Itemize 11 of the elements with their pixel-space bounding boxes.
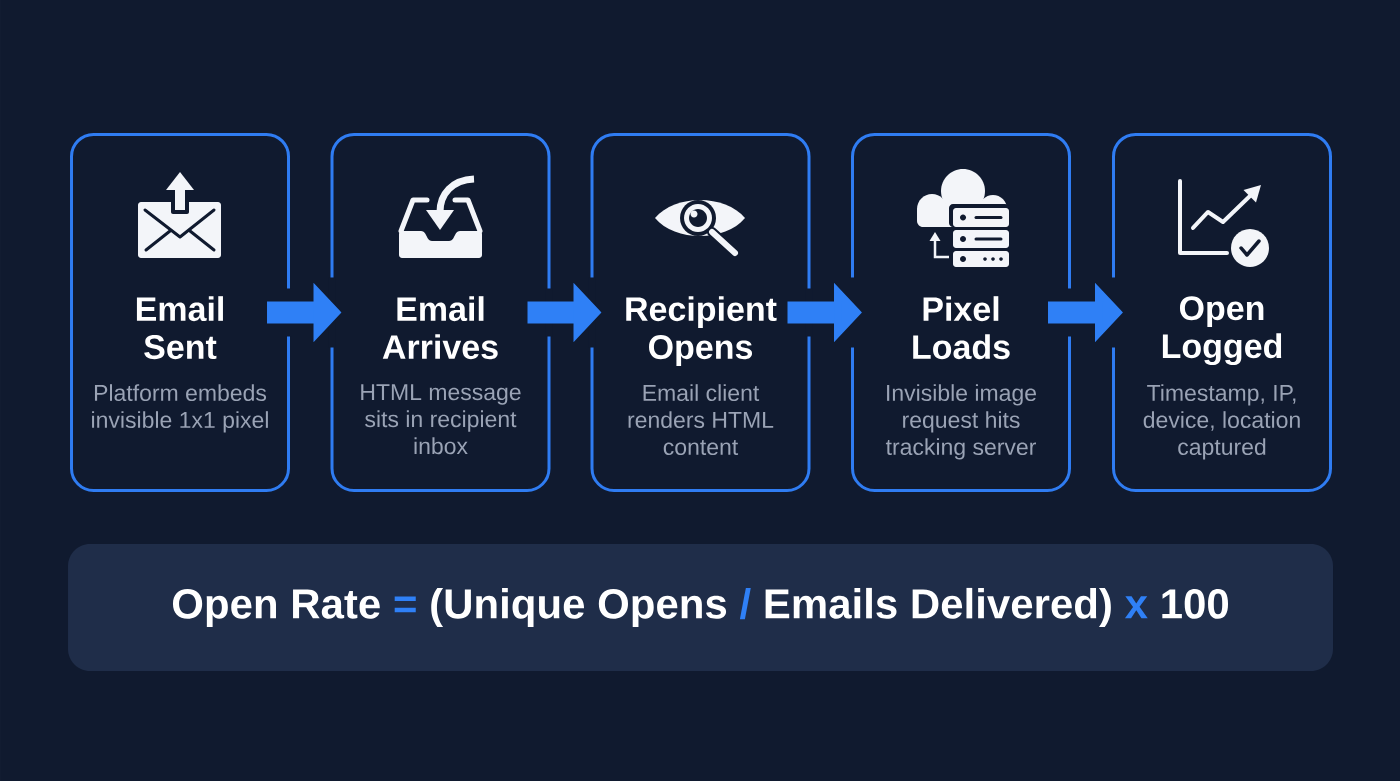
step-description: Invisible image request hits tracking server xyxy=(885,384,1036,460)
step-title: Recipient Opens xyxy=(626,296,777,366)
step-description: Email client renders HTML content xyxy=(628,384,774,456)
step-title: Pixel Loads xyxy=(913,296,1010,360)
step-description: Timestamp, IP, device, location captured xyxy=(1143,384,1300,460)
formula-banner: Open Rate = (Unique Opens / Emails Delivered) x 100 xyxy=(68,544,1333,671)
step-title: Email Arrives xyxy=(382,296,498,360)
step-description: Platform embeds invisible 1x1 pixel xyxy=(92,384,268,433)
step-title: Open Logged xyxy=(1162,296,1282,366)
step-title: Email Sent xyxy=(136,296,223,360)
step-description: HTML message sits in recipient inbox xyxy=(361,384,521,455)
